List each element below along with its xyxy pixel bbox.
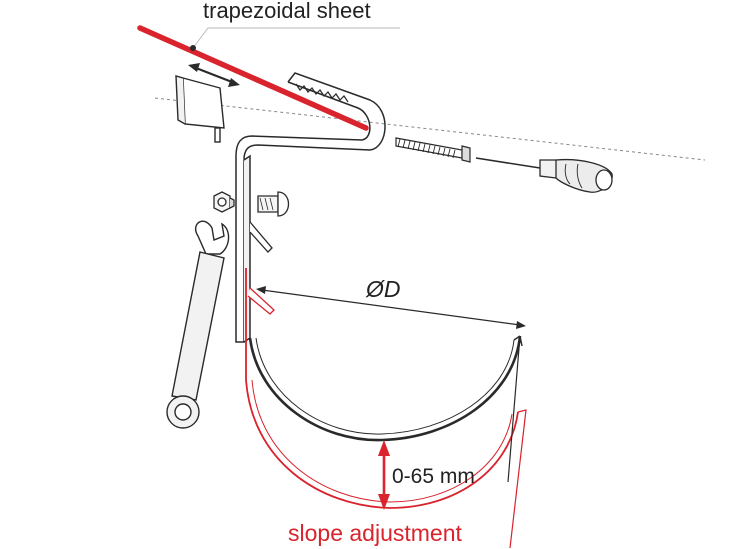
screwdriver-icon — [475, 157, 613, 193]
bolt-icon — [257, 191, 290, 217]
screw-icon — [395, 137, 471, 163]
sheet-label-leader — [192, 27, 400, 49]
hook-bracket-jaw — [235, 72, 386, 161]
bracket-tab — [249, 221, 273, 253]
slope-range-arrow — [378, 440, 390, 510]
axis-dash-line — [154, 97, 706, 161]
adjustment-clip — [175, 75, 225, 143]
gutter-original — [248, 335, 523, 442]
sheet-pointer-dot — [190, 45, 196, 51]
gutter-hanger-line — [507, 335, 521, 483]
wrench-icon — [166, 220, 230, 429]
trapezoidal-sheet-label: trapezoidal sheet — [203, 0, 371, 23]
adjustment-range-label: 0-65 mm — [392, 465, 475, 488]
trapezoidal-sheet — [137, 25, 369, 131]
diameter-dimension — [256, 286, 526, 329]
adjusted-bracket-tab — [247, 287, 275, 315]
nut-icon — [213, 191, 235, 213]
bracket-strap — [235, 154, 251, 343]
diameter-label: ØD — [366, 276, 401, 302]
gutter-adjusted — [245, 379, 527, 549]
clip-move-arrow — [188, 63, 240, 87]
slope-adjustment-label: slope adjustment — [288, 520, 462, 546]
